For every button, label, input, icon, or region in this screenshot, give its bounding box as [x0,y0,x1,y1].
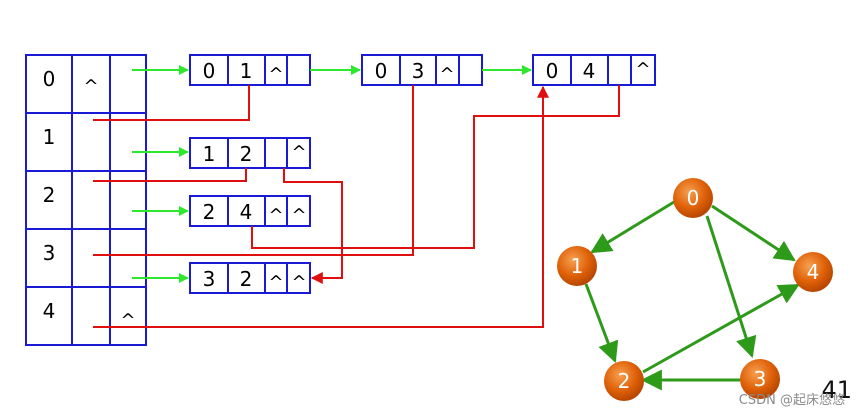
edge-0-1 [590,200,675,254]
vertex-table [25,54,147,346]
arc-tail: 2 [203,200,216,224]
arc-node-1-2: 1 2 ^ [189,137,311,169]
arc-head: 2 [240,267,253,291]
arc-tail: 1 [203,142,216,166]
edge-0-3 [705,215,757,358]
vertex-index-0: 0 [43,67,56,91]
svg-text:0: 0 [687,186,700,210]
watermark-text: CSDN @起床悠悠 [739,393,845,408]
vertex-index-1: 1 [43,125,56,149]
svg-text:3: 3 [754,367,767,391]
green-pointer-links [132,65,532,283]
graph-vertex-4: 4 [793,252,833,292]
arc-head: 3 [412,59,425,83]
directed-graph: 0 1 2 3 4 [557,178,833,401]
arc-head: 4 [583,59,596,83]
svg-text:1: 1 [571,254,584,278]
arc-head: 1 [240,59,253,83]
arc-node-2-4: 2 4 ^ ^ [189,195,311,227]
null-pointer-caret: ^ [635,59,650,80]
arc-tail: 0 [203,59,216,83]
red-pointer-links [93,85,620,328]
vertex-index-4: 4 [43,299,56,323]
link-arc01-to-v1 [93,85,250,121]
link-arc12-to-v2 [93,168,247,182]
arc-tail: 3 [203,267,216,291]
null-pointer-caret: ^ [268,64,283,85]
arc-tail: 0 [375,59,388,83]
link-arc03-to-v3 [93,85,414,256]
edge-0-4 [711,204,796,262]
graph-vertex-2: 2 [604,361,644,401]
null-pointer-caret: ^ [83,76,98,97]
null-pointer-caret: ^ [268,205,283,226]
page-number: 41 [821,376,852,404]
link-arc04-to-arc24 [251,85,620,249]
arc-head: 4 [240,200,253,224]
edge-2-4 [642,283,800,374]
null-pointer-caret: ^ [291,142,306,163]
graph-vertex-1: 1 [557,246,597,286]
arc-head: 2 [240,142,253,166]
null-pointer-caret: ^ [439,64,454,85]
null-pointer-caret: ^ [291,272,306,293]
vertex-index-2: 2 [43,183,56,207]
svg-text:4: 4 [807,260,820,284]
arc-node-3-2: 3 2 ^ ^ [189,262,311,294]
vertex-index-3: 3 [43,241,56,265]
arc-node-0-1: 0 1 ^ [189,54,311,86]
arc-tail: 0 [546,59,559,83]
null-pointer-caret: ^ [291,205,306,226]
vertex-table-labels: 0 1 2 3 4 ^ ^ [43,67,136,331]
svg-text:2: 2 [618,369,631,393]
link-v4-to-arc04 [93,85,549,328]
graph-vertex-3: 3 [740,359,780,399]
null-pointer-caret: ^ [268,272,283,293]
arc-node-0-3: 0 3 ^ [361,54,483,86]
graph-vertex-0: 0 [673,178,713,218]
arc-node-0-4: 0 4 ^ [532,54,656,86]
null-pointer-caret: ^ [120,310,135,331]
edge-1-2 [584,283,619,363]
link-arc12-to-arc32 [283,168,343,284]
